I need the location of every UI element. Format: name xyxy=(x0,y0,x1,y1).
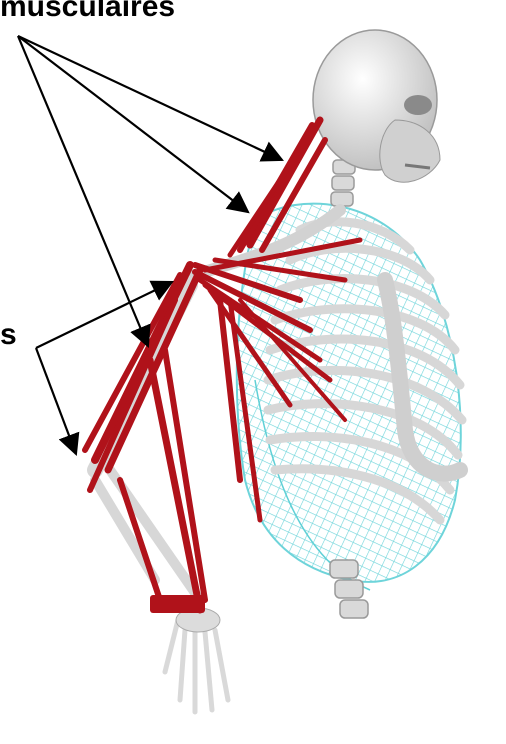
hand xyxy=(165,608,228,712)
wrist-muscle-band xyxy=(150,595,205,613)
skull xyxy=(313,30,440,182)
